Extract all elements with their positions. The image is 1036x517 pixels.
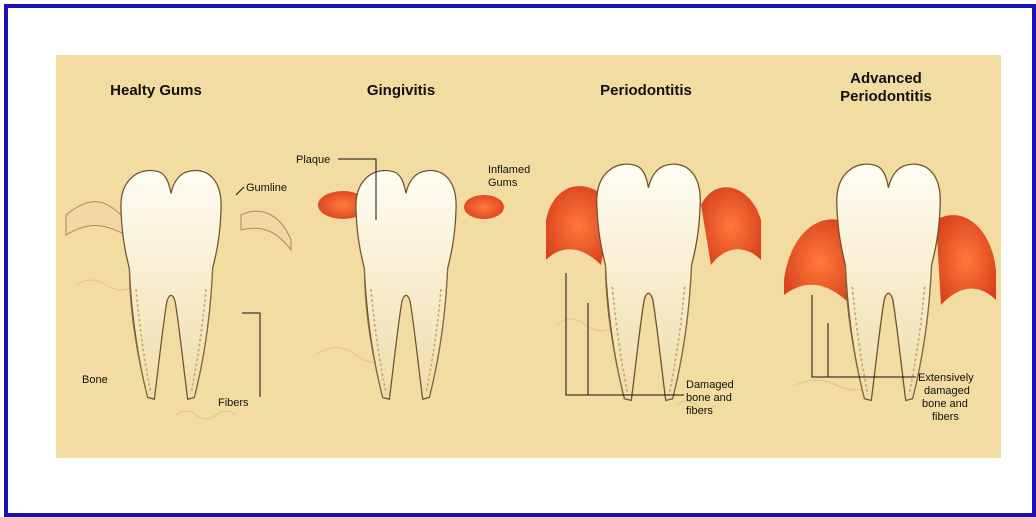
stage-periodontitis: Periodontitis Damaged bone and fibers	[546, 82, 761, 417]
stage-title-healthy: Healty Gums	[110, 82, 202, 99]
stage-title-periodontitis: Periodontitis	[600, 82, 692, 99]
label-plaque: Plaque	[296, 154, 330, 166]
tooth-gingivitis	[356, 170, 456, 399]
stage-gingivitis: Gingivitis Plaque Inflamed Gums	[296, 82, 530, 399]
gum-healthy-right	[241, 211, 291, 250]
leader-gumline	[236, 187, 244, 195]
label-damaged-1: Damaged	[686, 379, 734, 391]
stage-title-advanced-1: Advanced	[850, 70, 922, 87]
label-bone: Bone	[82, 374, 108, 386]
inflamed-gum-right-4	[936, 215, 996, 305]
label-extensive-1: Extensively	[918, 372, 974, 384]
label-inflamed-2: Gums	[488, 177, 518, 189]
label-damaged-3: fibers	[686, 405, 713, 417]
tooth-periodontitis	[597, 164, 701, 400]
label-fibers: Fibers	[218, 397, 249, 409]
stage-title-gingivitis: Gingivitis	[367, 82, 435, 99]
label-damaged-2: bone and	[686, 392, 732, 404]
stage-advanced-periodontitis: Advanced Periodontitis Extensively damag…	[784, 70, 996, 423]
tooth-advanced	[837, 164, 941, 400]
stage-healthy: Healty Gums Gumline Bone Fibers	[66, 82, 291, 409]
stage-title-advanced-2: Periodontitis	[840, 88, 932, 105]
label-inflamed-1: Inflamed	[488, 164, 530, 176]
leader-fibers	[242, 313, 260, 397]
inflamed-gum-right	[464, 195, 504, 219]
label-extensive-4: fibers	[932, 411, 959, 423]
inflamed-gum-right-3	[701, 187, 761, 265]
label-extensive-3: bone and	[922, 398, 968, 410]
label-gumline: Gumline	[246, 182, 287, 194]
tooth-healthy	[121, 170, 221, 399]
gum-disease-diagram: Healty Gums Gumline Bone Fibers Gingivit…	[56, 55, 1001, 458]
label-extensive-2: damaged	[924, 385, 970, 397]
gum-healthy	[66, 202, 126, 235]
